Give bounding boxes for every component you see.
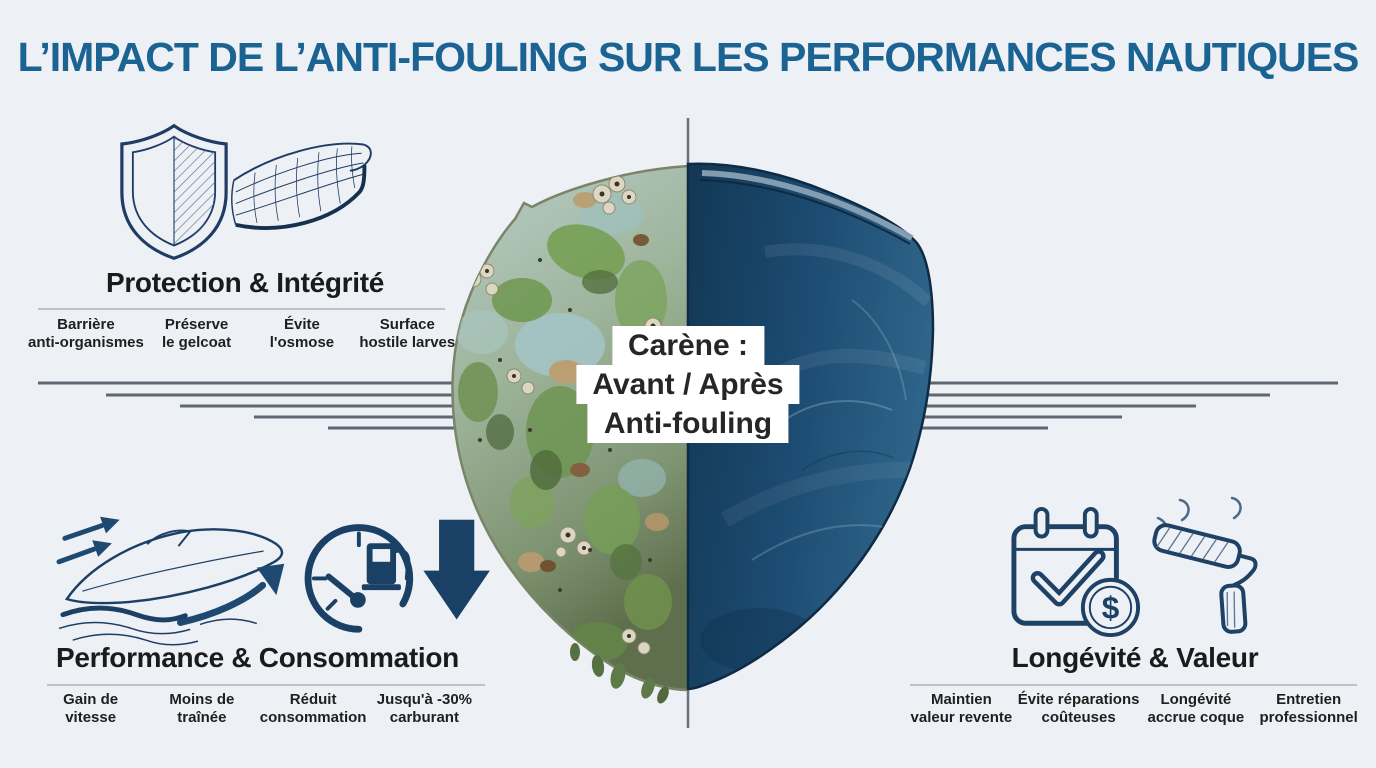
fuel-gauge-icon	[304, 519, 490, 633]
fuel-pump-glyph	[361, 543, 411, 591]
benefit-item: Réduit consommation	[258, 691, 369, 727]
benefit-line: accrue coque	[1147, 709, 1245, 726]
performance-heading: Performance & Consommation	[56, 642, 459, 673]
benefit-item: Évite l'osmose	[249, 316, 354, 352]
benefit-line: le gelcoat	[161, 334, 232, 351]
shield-icon	[120, 123, 228, 260]
benefit-line: Évite réparations	[1017, 691, 1140, 708]
benefit-line: Entretien	[1276, 691, 1342, 708]
benefit-line: valeur revente	[910, 709, 1013, 726]
waterlines-left	[38, 381, 467, 430]
center-label-line: Avant / Après	[576, 365, 800, 404]
center-label: Carène : Avant / Après Anti-fouling	[576, 326, 800, 443]
benefit-line: traînée	[177, 709, 227, 726]
center-label-line: Anti-fouling	[587, 404, 789, 443]
benefit-line: carburant	[389, 709, 459, 726]
performance-items: Gain de vitesse Moins de traînée Réduit …	[35, 691, 480, 727]
fouling-fringe	[570, 643, 669, 704]
calendar-check-dollar-icon: $	[1011, 506, 1141, 638]
benefit-line: coûteuses	[1041, 709, 1116, 726]
benefit-line: l'osmose	[269, 334, 335, 351]
benefit-item: Entretien professionnel	[1252, 691, 1365, 727]
benefit-line: Gain de	[63, 691, 119, 708]
speedboat-icon	[56, 516, 285, 646]
benefit-item: Jusqu'à -30% carburant	[369, 691, 480, 727]
benefit-item: Gain de vitesse	[35, 691, 146, 727]
benefit-line: consommation	[259, 709, 367, 726]
benefit-line: vitesse	[65, 709, 117, 726]
protection-heading: Protection & Intégrité	[105, 267, 385, 298]
benefit-item: Surface hostile larves	[355, 316, 460, 352]
benefit-item: Préserve le gelcoat	[144, 316, 249, 352]
page-title: L’IMPACT DE L’ANTI-FOULING SUR LES PERFO…	[17, 34, 1360, 80]
down-arrow-icon	[423, 519, 490, 620]
benefit-line: professionnel	[1259, 709, 1358, 726]
benefit-line: Réduit	[289, 691, 337, 708]
benefit-line: anti-organismes	[28, 334, 144, 351]
benefit-line: Barrière	[57, 316, 115, 333]
benefit-line: hostile larves	[359, 334, 456, 351]
waterlines-right	[910, 381, 1338, 430]
benefit-line: Préserve	[164, 316, 229, 333]
benefit-item: Moins de traînée	[146, 691, 257, 727]
longevity-separator	[910, 684, 1357, 686]
benefit-line: Surface	[379, 316, 435, 333]
benefit-line: Moins de	[169, 691, 235, 708]
protection-items: Barrière anti-organismes Préserve le gel…	[28, 316, 460, 352]
center-label-line: Carène :	[611, 326, 765, 365]
hull-fouled-half	[451, 164, 690, 704]
benefit-line: Évite	[284, 316, 320, 333]
dollar-sign: $	[1102, 589, 1120, 625]
benefit-item: Longévité accrue coque	[1139, 691, 1252, 727]
benefit-line: Maintien	[930, 691, 992, 708]
benefit-item: Barrière anti-organismes	[28, 316, 144, 352]
paint-roller-icon	[1152, 496, 1258, 634]
benefit-line: Longévité	[1160, 691, 1232, 708]
benefit-line: Jusqu'à -30%	[376, 691, 473, 708]
benefit-item: Maintien valeur revente	[905, 691, 1018, 727]
longevity-items: Maintien valeur revente Évite réparation…	[905, 691, 1365, 727]
protection-separator	[38, 308, 445, 310]
benefit-item: Évite réparations coûteuses	[1018, 691, 1140, 727]
hull-wireframe-icon	[231, 142, 372, 230]
performance-separator	[47, 684, 485, 686]
longevity-heading: Longévité & Valeur	[1011, 642, 1259, 673]
